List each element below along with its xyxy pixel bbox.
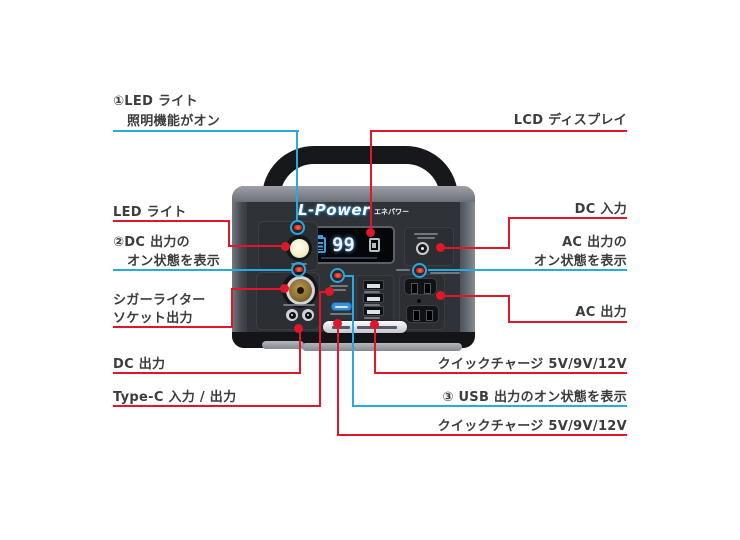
- type-c-port: [331, 302, 352, 311]
- dc-input-port: [416, 242, 429, 255]
- label-dc-in: DC 入力: [574, 202, 627, 217]
- callout-line-led-light: [113, 220, 230, 222]
- outlet-status-icon: [368, 238, 380, 252]
- typec-caption-text-2: [332, 289, 346, 291]
- callout-line-cigar-v: [231, 288, 233, 328]
- usb-port-2-caption: [364, 304, 380, 306]
- callout-line-typec-h2: [319, 291, 328, 293]
- screw-hole: [417, 299, 421, 303]
- callout-line-qc2: [337, 434, 627, 436]
- ac-outlet-1: [404, 278, 437, 295]
- label-led-indicator-2: 照明機能がオン: [127, 114, 221, 129]
- usb-port-1-caption: [364, 291, 380, 293]
- callout-line-dc-in-v: [508, 217, 510, 249]
- callout-line-ac-indicator: [428, 269, 627, 271]
- label-ac-indicator-1: AC 出力の: [562, 235, 627, 250]
- callout-line-dc-in-h2: [444, 247, 510, 249]
- callout-line-lcd-v: [370, 130, 372, 230]
- callout-line-typec-v: [319, 291, 321, 407]
- callout-dot-lcd: [366, 228, 375, 237]
- label-typec: Type-C 入力 / 出力: [113, 390, 237, 405]
- brand-name: L-Power: [297, 201, 370, 219]
- callout-dot-dc-in: [436, 243, 445, 252]
- callout-dot-dc-out: [294, 324, 303, 333]
- typec-caption-text-1: [330, 285, 348, 287]
- label-dc-indicator-1: ②DC 出力の: [113, 235, 190, 250]
- callout-dot-qc1: [370, 320, 379, 329]
- label-dc-out: DC 出力: [113, 357, 166, 372]
- callout-line-ac-out-h2: [508, 321, 627, 323]
- callout-dot-typec: [325, 287, 334, 296]
- callout-line-typec: [113, 405, 321, 407]
- led-on-indicator: [290, 220, 305, 235]
- label-led-indicator-1: ①LED ライト: [113, 94, 198, 109]
- callout-dot-cigar: [280, 284, 289, 293]
- callout-line-dc-out-v: [299, 330, 301, 374]
- callout-line-ac-out-v: [508, 295, 510, 323]
- lcd-info-row: [321, 257, 377, 259]
- callout-line-dc-in: [510, 217, 627, 219]
- label-dc-indicator-2: オン状態を表示: [127, 254, 221, 269]
- label-qc2: クイックチャージ 5V/9V/12V: [437, 419, 627, 434]
- brand-logo: L-Power エネパワー: [247, 201, 460, 219]
- label-ac-out: AC 出力: [575, 305, 627, 320]
- ac-caption-left: [396, 269, 410, 271]
- callout-line-dc-indicator: [113, 269, 291, 271]
- callout-line-usb-indicator-v: [352, 275, 354, 407]
- device-top-face: [232, 186, 475, 202]
- ac-output-on-indicator: [412, 263, 427, 278]
- label-lcd: LCD ディスプレイ: [513, 113, 627, 128]
- brand-suffix: エネパワー: [374, 208, 409, 216]
- callout-line-qc2-v: [337, 325, 339, 436]
- battery-level-value: 99: [332, 233, 355, 256]
- dc-port-caption-text: [283, 304, 315, 306]
- callout-line-led-indicator-v: [296, 130, 298, 221]
- led-light: [286, 235, 312, 261]
- label-usb-indicator: ③ USB 出力のオン状態を表示: [442, 390, 627, 405]
- callout-line-lcd: [370, 130, 627, 132]
- label-cigar-1: シガーライター: [113, 293, 206, 308]
- dc-input-caption-2: [417, 237, 435, 239]
- callout-line-led-light-v: [228, 220, 230, 247]
- ac-caption-right: [430, 272, 460, 274]
- callout-line-qc1: [374, 372, 627, 374]
- callout-line-cigar: [113, 326, 233, 328]
- usb-port-2: [363, 293, 384, 303]
- label-ac-indicator-2: オン状態を表示: [533, 254, 627, 269]
- dc-output-on-indicator: [291, 262, 306, 277]
- ac-outlet-2: [406, 305, 439, 323]
- label-cigar-2: ソケット出力: [113, 311, 193, 326]
- lcd-display: 99: [307, 226, 395, 264]
- dc-output-port-1: [286, 309, 298, 321]
- callout-line-led-light-h2: [228, 245, 282, 247]
- usb-port-3: [363, 306, 384, 316]
- callout-line-usb-indicator: [352, 405, 627, 407]
- callout-line-ac-out-h1: [444, 295, 510, 297]
- usb-port-3-caption: [364, 317, 380, 319]
- typec-caption-text-3: [330, 313, 352, 315]
- callout-line-qc1-v: [374, 326, 376, 374]
- label-qc1: クイックチャージ 5V/9V/12V: [437, 357, 627, 372]
- callout-line-led-indicator: [113, 130, 299, 132]
- callout-dot-qc2: [333, 319, 342, 328]
- callout-line-dc-out: [113, 372, 301, 374]
- callout-line-usb-indicator-c: [343, 275, 354, 277]
- dc-output-port-2: [302, 309, 314, 321]
- device-foot-left: [262, 341, 304, 349]
- callout-line-cigar-h2: [231, 288, 281, 290]
- callout-dot-led-light: [281, 242, 290, 251]
- label-led-light: LED ライト: [113, 205, 187, 220]
- callout-dot-ac-out: [436, 291, 445, 300]
- dc-input-caption-1: [414, 233, 438, 235]
- device-foot-right: [302, 343, 462, 351]
- usb-port-1: [363, 280, 384, 290]
